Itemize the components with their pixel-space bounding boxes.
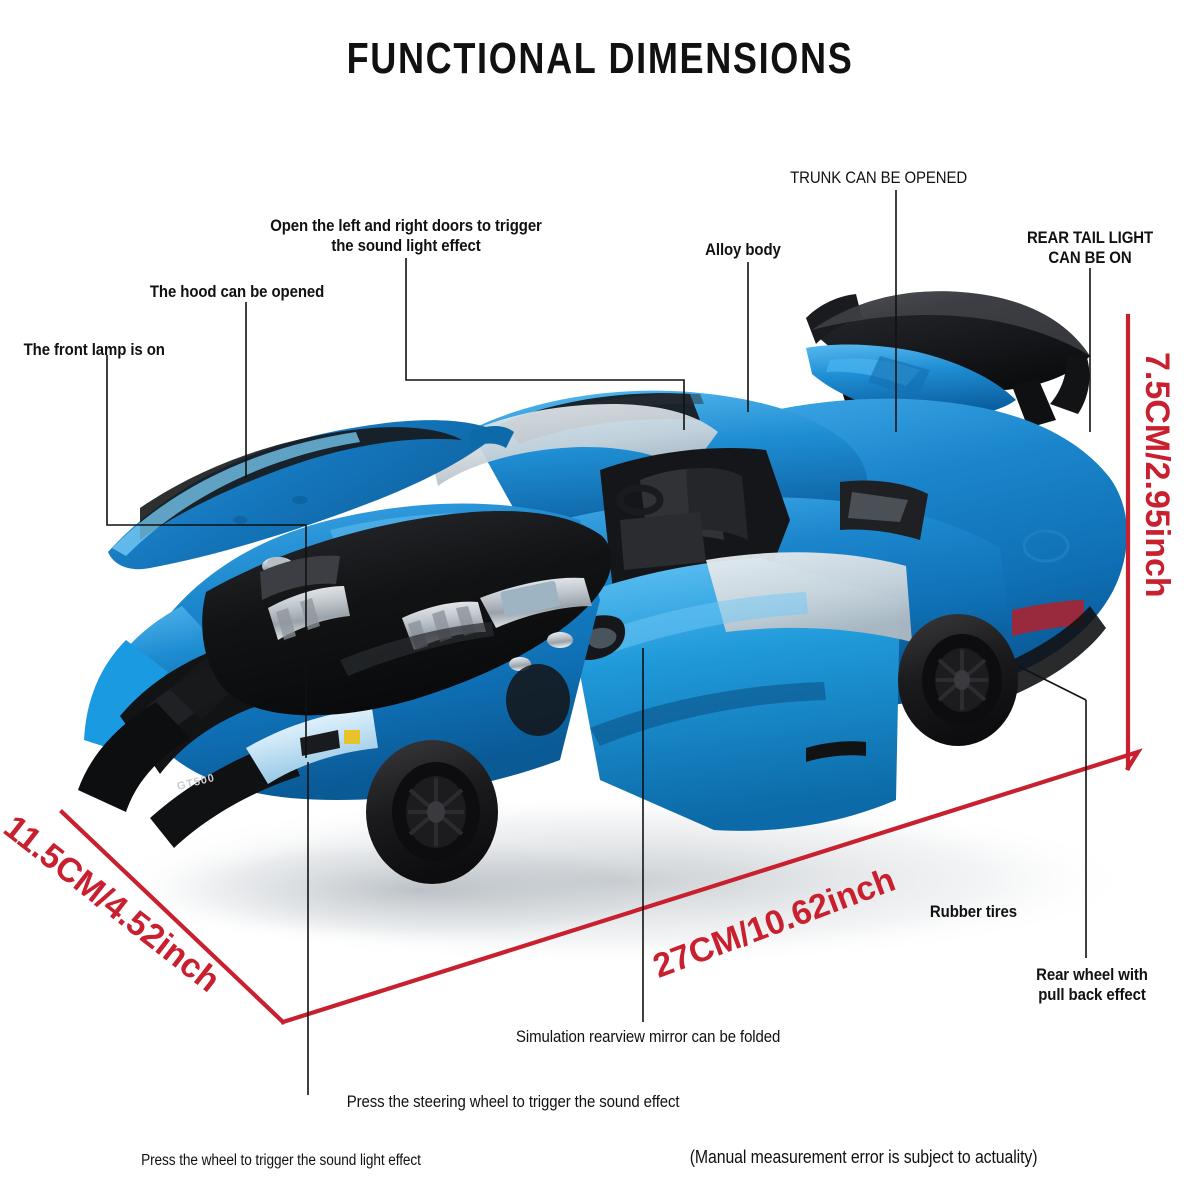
rear-wheel xyxy=(898,614,1018,746)
callout-alloy-body: Alloy body xyxy=(705,240,781,259)
callout-rubber-tires: Rubber tires xyxy=(929,902,1018,921)
callout-wheel-press: Press the wheel to trigger the sound lig… xyxy=(141,1152,421,1169)
page-title: FUNCTIONAL DIMENSIONS xyxy=(346,34,854,83)
callout-hood: The hood can be opened xyxy=(149,282,325,301)
callout-rearview-mirror: Simulation rearview mirror can be folded xyxy=(516,1027,781,1046)
callout-rear-tail-light: REAR TAIL LIGHT CAN BE ON xyxy=(1026,228,1154,268)
front-wheel xyxy=(366,740,498,884)
callout-steering-wheel: Press the steering wheel to trigger the … xyxy=(346,1092,680,1111)
measurement-footnote: (Manual measurement error is subject to … xyxy=(689,1147,1038,1167)
callout-front-lamp: The front lamp is on xyxy=(23,340,165,359)
callout-doors: Open the left and right doors to trigger… xyxy=(270,216,542,256)
callout-trunk: TRUNK CAN BE OPENED xyxy=(790,168,968,187)
dimension-height-label: 7.5CM/2.95inch xyxy=(1138,352,1176,598)
callout-rear-wheel: Rear wheel with pull back effect xyxy=(1036,965,1148,1005)
